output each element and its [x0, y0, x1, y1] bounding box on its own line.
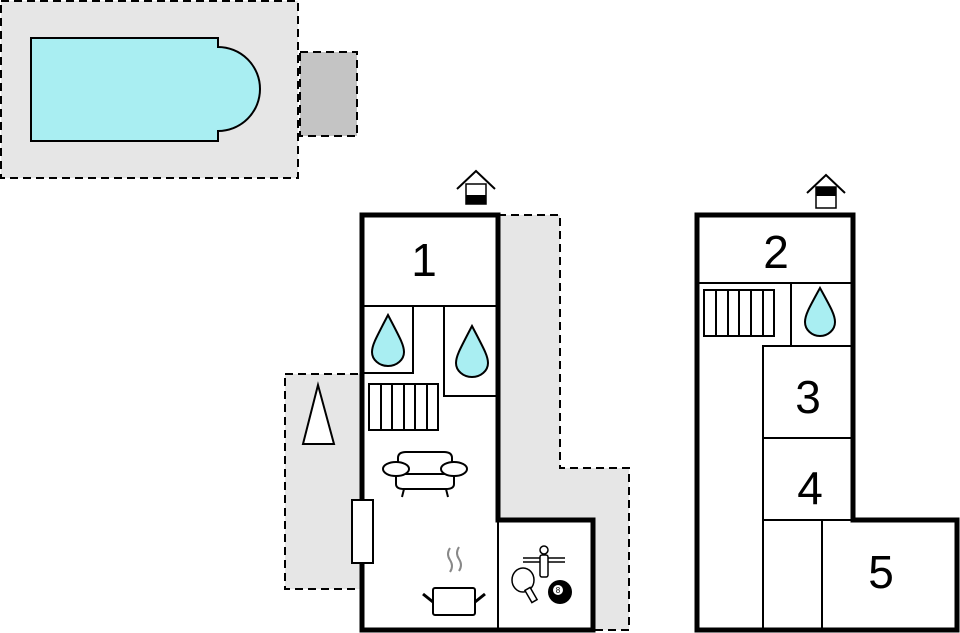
- entrance-icon: [806, 173, 846, 209]
- room-label-5: 5: [868, 546, 894, 598]
- bathroom-drop-icon: [370, 312, 406, 367]
- building-2: [694, 212, 960, 633]
- room-label-3: 3: [795, 371, 821, 423]
- room-label-1: 1: [411, 234, 437, 286]
- sofa-icon: [382, 451, 468, 498]
- pool-annex: [299, 51, 358, 137]
- stairs-icon: [703, 289, 775, 337]
- terrace-right: [498, 215, 629, 630]
- entrance-icon: [456, 169, 496, 205]
- building-1: [359, 212, 596, 633]
- game-room-icon: 8: [511, 545, 572, 604]
- window-icon: [351, 499, 374, 564]
- stairs-icon: [368, 383, 439, 431]
- bathroom-drop-icon: [803, 285, 837, 337]
- room-label-4: 4: [797, 462, 823, 514]
- tree-icon: [301, 381, 336, 445]
- terrace-right-outline: [498, 214, 630, 631]
- bathroom-drop-icon: [454, 323, 490, 378]
- room-label-2: 2: [763, 226, 789, 278]
- kitchen-pot-icon: [422, 546, 486, 616]
- pool: [30, 37, 261, 142]
- billiard-ball-label: 8: [556, 586, 561, 595]
